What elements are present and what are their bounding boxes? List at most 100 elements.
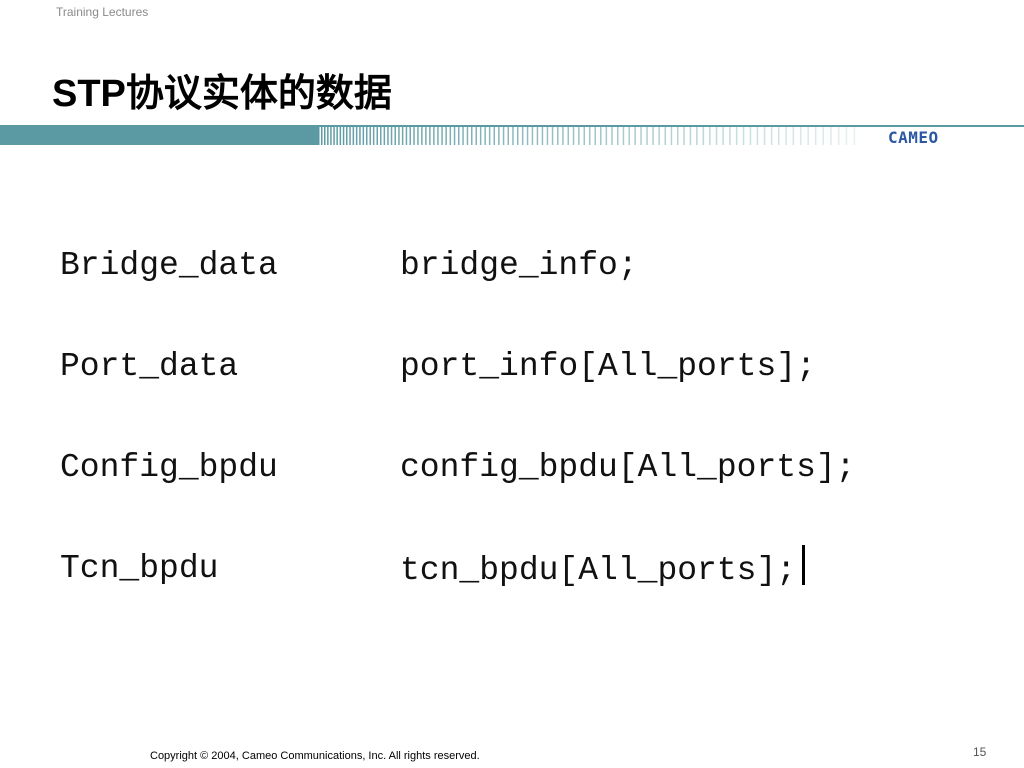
title-bar-stripe	[600, 125, 602, 145]
title-bar-stripe	[336, 125, 338, 145]
title-bar-stripe	[512, 125, 514, 145]
title-bar-stripe	[770, 125, 773, 145]
title-bar-stripe	[792, 125, 795, 145]
title-bar-stripe	[572, 125, 575, 145]
title-bar-stripe	[640, 125, 642, 145]
title-bar-stripe	[646, 125, 648, 145]
title-bar-stripe	[327, 125, 329, 145]
title-bar-stripe	[735, 125, 738, 145]
code-declaration: bridge_info;	[400, 247, 638, 284]
title-bar-stripe	[324, 125, 326, 145]
title-bar-stripe	[346, 125, 348, 145]
code-type: Config_bpdu	[60, 449, 278, 486]
code-declaration-text: tcn_bpdu[All_ports];	[400, 552, 797, 589]
code-line: Config_bpdu config_bpdu[All_ports];	[60, 444, 855, 545]
title-bar-stripe	[628, 125, 630, 145]
title-bar-stripe	[321, 125, 323, 145]
title-bar-stripe	[605, 125, 608, 145]
title-bar-stripe	[617, 125, 619, 145]
title-bar-stripe	[830, 125, 832, 145]
code-declaration[interactable]: tcn_bpdu[All_ports];	[400, 545, 806, 646]
title-bar-stripes	[318, 125, 856, 145]
title-bar-stripe	[807, 125, 809, 145]
code-declaration: config_bpdu[All_ports];	[400, 449, 856, 486]
title-bar-stripe	[521, 125, 524, 145]
title-bar-stripe	[493, 125, 495, 145]
title-bar-stripe	[557, 125, 559, 145]
header-label: Training Lectures	[56, 5, 149, 19]
title-bar-stripe	[611, 125, 613, 145]
title-bar-stripe	[445, 125, 447, 145]
title-bar-stripe	[401, 125, 404, 145]
code-type: Tcn_bpdu	[60, 550, 219, 587]
title-bar-stripe	[390, 125, 393, 145]
title-bar-stripe	[366, 125, 368, 145]
title-bar-stripe	[484, 125, 486, 145]
title-bar-stripe	[502, 125, 505, 145]
title-bar-stripe	[567, 125, 569, 145]
title-bar-stripe	[462, 125, 464, 145]
title-bar-stripe	[689, 125, 692, 145]
title-bar-stripe	[658, 125, 660, 145]
title-bar-stripe	[409, 125, 411, 145]
title-bar-stripe	[425, 125, 427, 145]
code-declaration: port_info[All_ports];	[400, 348, 816, 385]
title-bar-stripe	[417, 125, 419, 145]
title-bar-stripe	[498, 125, 500, 145]
title-bar-stripe	[413, 125, 415, 145]
title-bar-stripe	[433, 125, 435, 145]
title-bar-stripe	[517, 125, 519, 145]
code-line: Tcn_bpdu tcn_bpdu[All_ports];	[60, 545, 855, 646]
title-bar-stripe	[677, 125, 679, 145]
title-bar-stripe	[845, 125, 848, 145]
title-bar-stripe	[475, 125, 477, 145]
title-bar-stripe	[722, 125, 724, 145]
title-bar-solid	[0, 125, 318, 145]
title-bar-stripe	[421, 125, 423, 145]
cameo-logo: CAMEO	[888, 128, 939, 147]
code-line: Port_data port_info[All_ports];	[60, 343, 855, 444]
title-bar-stripe	[562, 125, 564, 145]
title-bar-stripe	[507, 125, 509, 145]
page-number: 15	[973, 745, 987, 759]
title-bar-stripe	[683, 125, 685, 145]
slide-title: STP协议实体的数据	[52, 73, 392, 115]
code-listing: Bridge_data bridge_info; Port_data port_…	[60, 242, 855, 646]
title-bar-stripe	[333, 125, 335, 145]
code-type: Bridge_data	[60, 247, 278, 284]
title-bar-stripe	[541, 125, 544, 145]
title-bar-stripe	[437, 125, 439, 145]
title-bar-stripe	[800, 125, 802, 145]
title-bar-stripe	[471, 125, 473, 145]
title-bar-stripe	[318, 125, 320, 145]
title-bar-stripe	[488, 125, 491, 145]
title-bar-stripe	[742, 125, 745, 145]
title-bar-stripe	[622, 125, 625, 145]
title-bar-stripe	[822, 125, 824, 145]
title-bar-stripe	[702, 125, 705, 145]
title-bar-stripe	[594, 125, 596, 145]
title-bar-stripe	[383, 125, 386, 145]
title-bar-stripe	[814, 125, 817, 145]
title-bar-stripe	[729, 125, 731, 145]
code-line: Bridge_data bridge_info;	[60, 242, 855, 343]
title-bar-stripe	[369, 125, 371, 145]
title-bar-stripe	[785, 125, 787, 145]
title-bar-stripe	[756, 125, 759, 145]
title-bar-stripe	[458, 125, 460, 145]
title-bar-stripe	[634, 125, 636, 145]
text-cursor	[802, 545, 806, 585]
title-bar-stripe	[362, 125, 365, 145]
title-bar-stripe	[546, 125, 549, 145]
title-bar-stripe	[387, 125, 389, 145]
title-bar-stripe	[449, 125, 452, 145]
title-bar-stripe	[551, 125, 554, 145]
copyright-notice: Copyright © 2004, Cameo Communications, …	[150, 750, 480, 762]
title-bar-stripe	[398, 125, 400, 145]
title-bar-stripe	[355, 125, 358, 145]
title-bar-stripe	[763, 125, 766, 145]
title-bar-stripe	[853, 125, 856, 145]
title-bar-stripe	[466, 125, 469, 145]
title-bar-stripe	[405, 125, 408, 145]
title-bar-stripe	[330, 125, 332, 145]
